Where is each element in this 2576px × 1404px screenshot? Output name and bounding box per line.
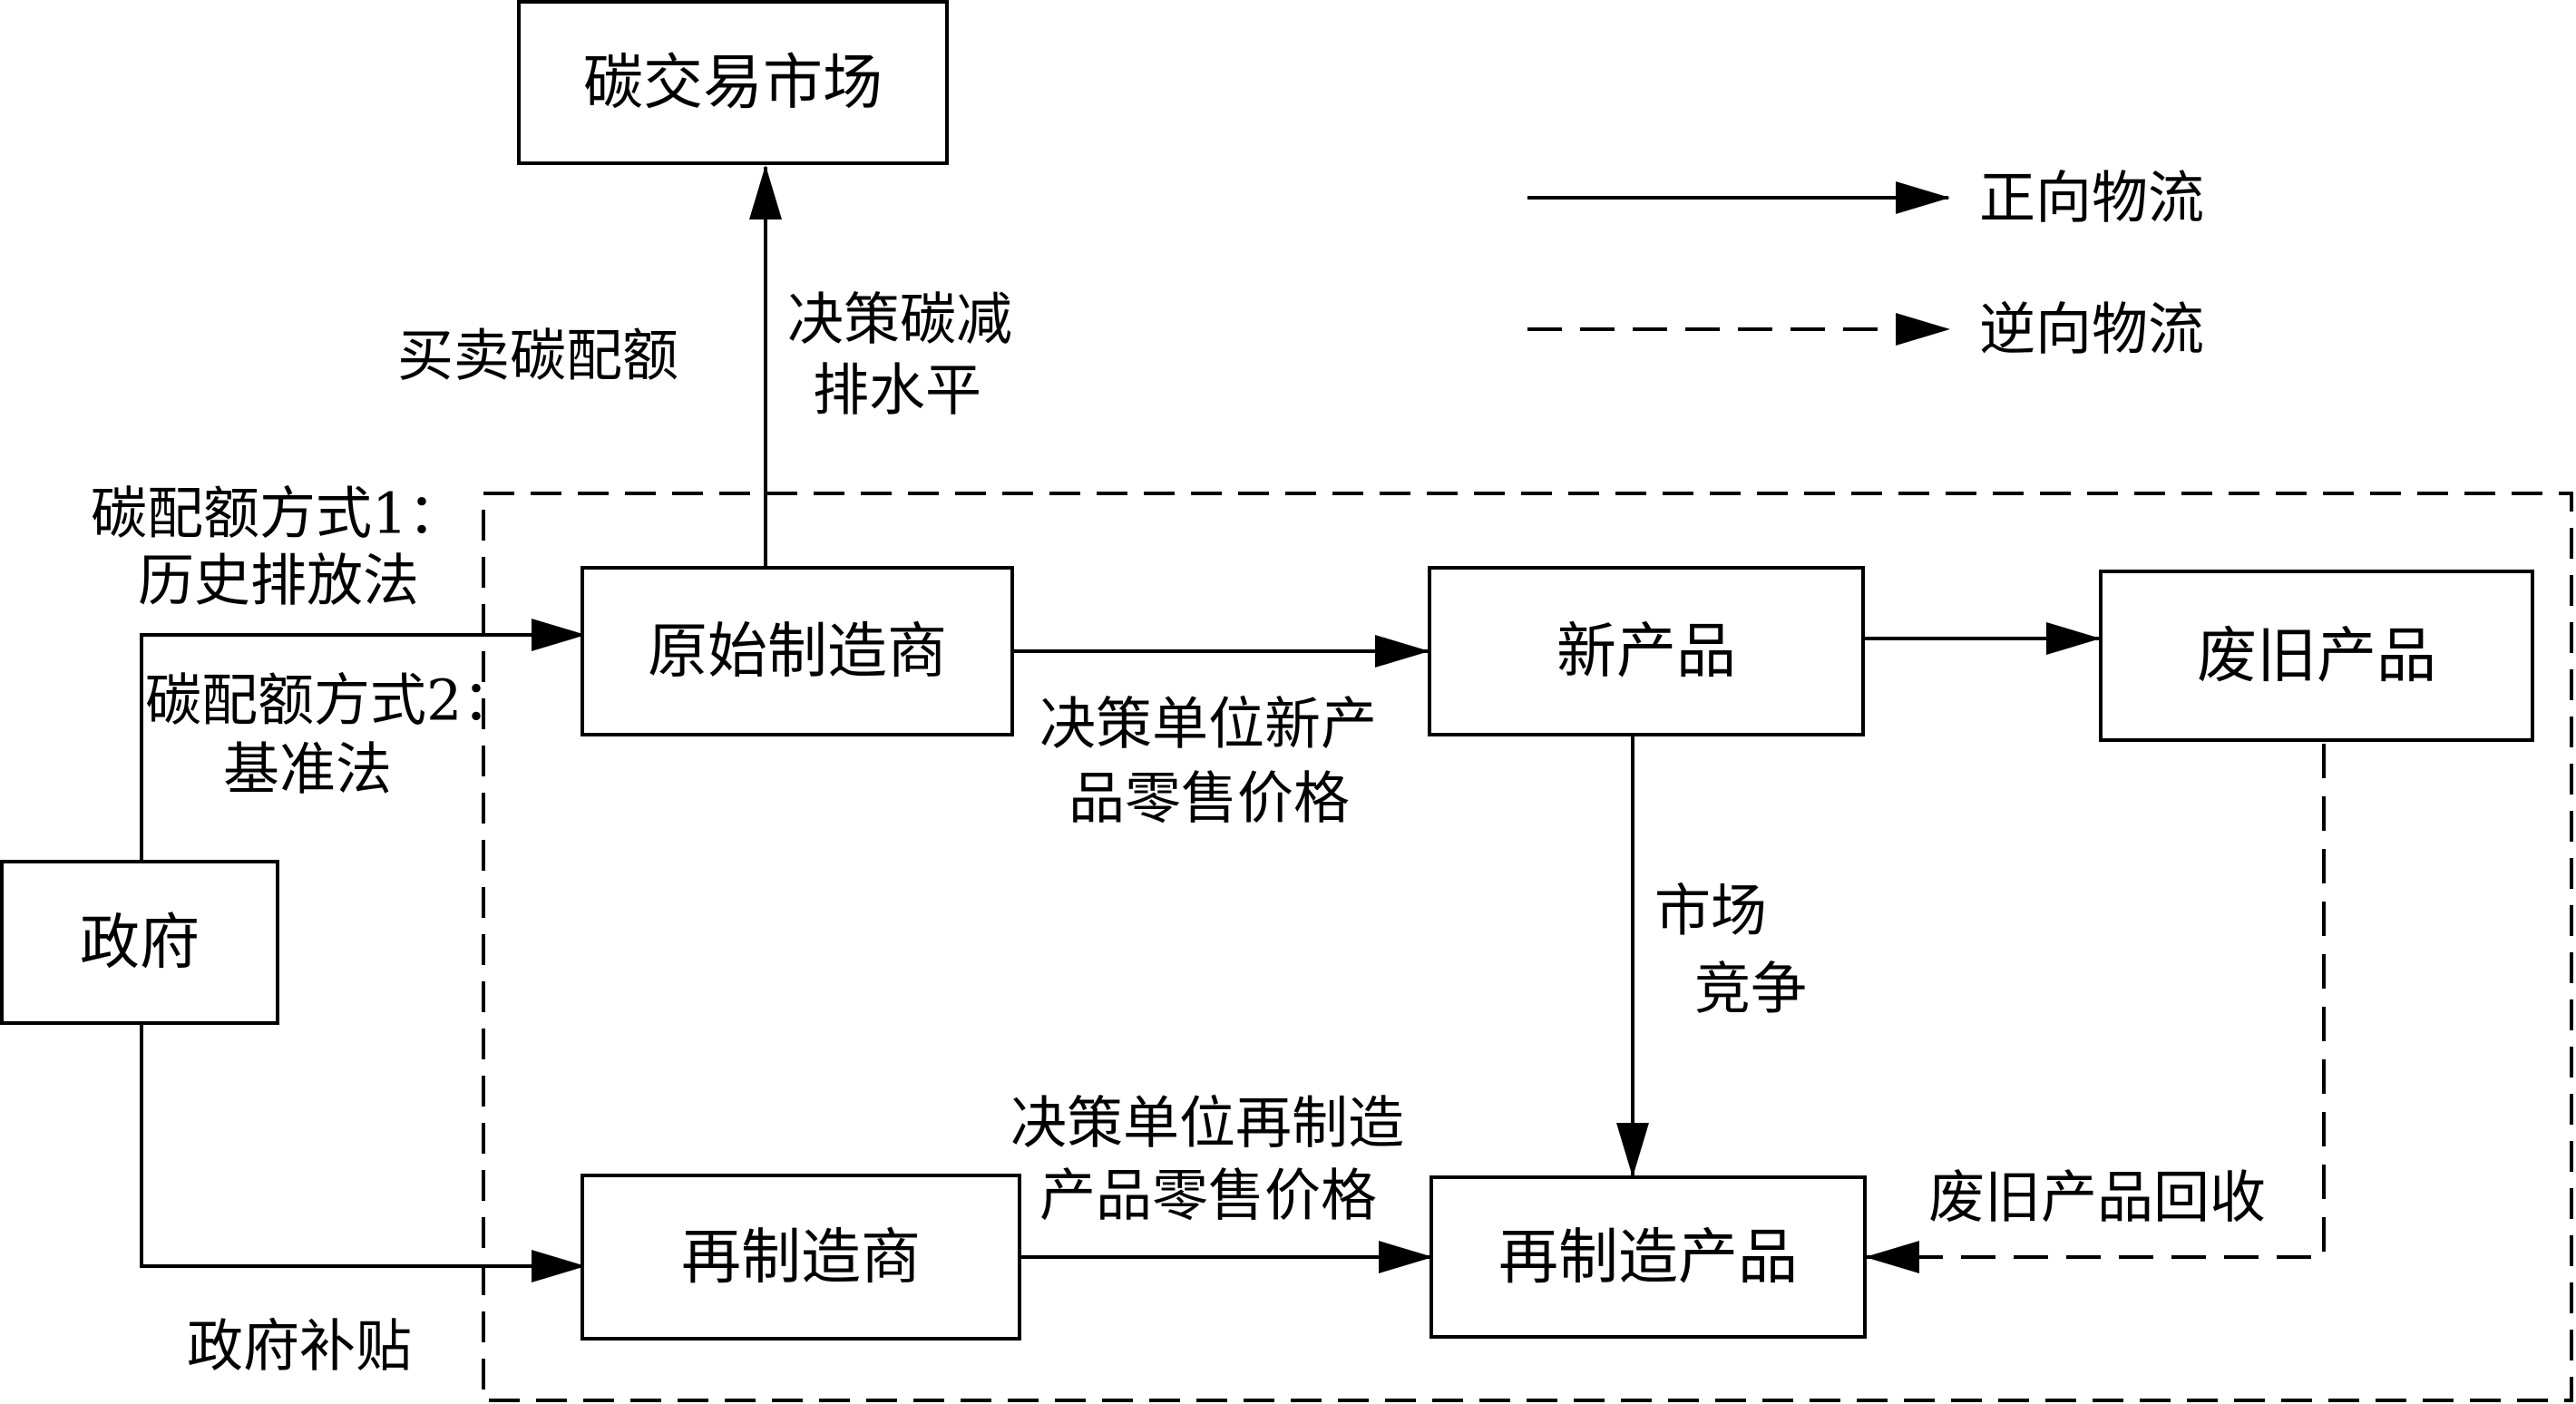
- new-product-label: 新产品: [1556, 617, 1736, 687]
- label-decide-emission-2: 排水平: [813, 357, 981, 424]
- node-new-product: 新产品: [1428, 566, 1865, 736]
- arrow-gov-to-reman: [140, 1023, 586, 1282]
- label-gov-subsidy: 政府补贴: [187, 1313, 412, 1380]
- legend-reverse-label: 逆向物流: [1979, 297, 2204, 363]
- node-waste-product: 废旧产品: [2099, 570, 2534, 742]
- label-decide-reman-price-1: 决策单位再制造: [1010, 1090, 1404, 1156]
- waste-product-label: 废旧产品: [2197, 621, 2436, 691]
- label-market-competition-2: 竞争: [1694, 956, 1807, 1022]
- label-quota-method-2-line-1: 碳配额方式2：: [145, 668, 518, 734]
- legend-forward-label: 正向物流: [1979, 165, 2204, 231]
- label-quota-method-2-line-2: 基准法: [223, 736, 392, 803]
- label-decide-reman-price-2: 产品零售价格: [1039, 1163, 1377, 1229]
- arrow-waste-recycling: [1865, 744, 2326, 1273]
- edge-labels: 买卖碳配额 决策碳减 排水平 碳配额方式1： 历史排放法 碳配额方式2： 基准法…: [91, 287, 2266, 1380]
- label-quota-method-1-line-2: 历史排放法: [138, 548, 419, 614]
- original-manufacturer-label: 原始制造商: [648, 617, 947, 687]
- node-original-manufacturer: 原始制造商: [581, 566, 1014, 736]
- arrow-gov-to-original: [140, 619, 586, 862]
- legend: 正向物流 逆向物流: [1527, 165, 2204, 363]
- government-label: 政府: [80, 908, 200, 978]
- label-buy-sell-quota: 买卖碳配额: [397, 323, 678, 389]
- reman-product-label: 再制造产品: [1498, 1223, 1798, 1292]
- label-market-competition-1: 市场: [1654, 878, 1767, 944]
- label-quota-method-1-line-1: 碳配额方式1：: [91, 481, 463, 547]
- node-government: 政府: [0, 860, 279, 1025]
- carbon-market-label: 碳交易市场: [583, 48, 883, 118]
- label-waste-recycling: 废旧产品回收: [1928, 1165, 2266, 1231]
- label-decide-new-price-2: 品零售价格: [1068, 765, 1350, 832]
- node-reman-product: 再制造产品: [1429, 1175, 1867, 1339]
- system-boundary: [482, 492, 2573, 1402]
- node-remanufacturer: 再制造商: [581, 1174, 1021, 1341]
- label-decide-new-price-1: 决策单位新产: [1039, 691, 1377, 757]
- label-decide-emission-1: 决策碳减: [787, 287, 1012, 353]
- node-carbon-market: 碳交易市场: [517, 0, 949, 165]
- connectors: [140, 165, 2326, 1282]
- remanufacturer-label: 再制造商: [681, 1223, 921, 1292]
